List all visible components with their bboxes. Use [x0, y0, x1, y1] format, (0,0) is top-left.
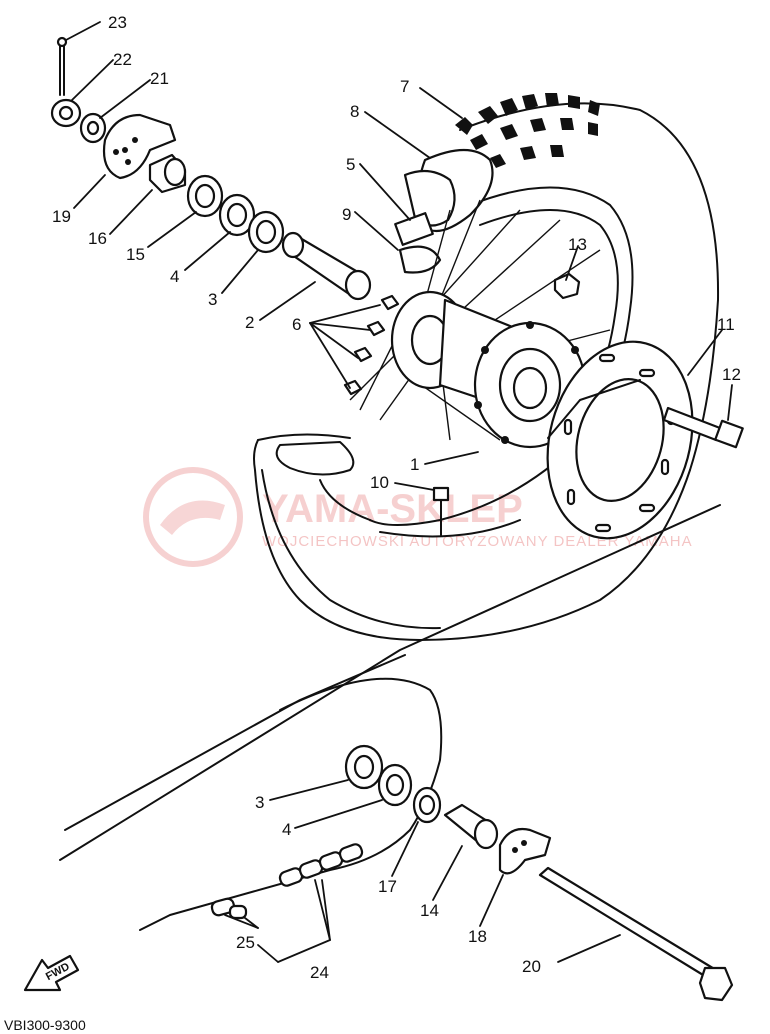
rim-tape-part	[398, 245, 442, 274]
callout-24: 24	[310, 963, 329, 982]
callout-10: 10	[370, 473, 389, 492]
drawing-code: VBI300-9300	[4, 1017, 86, 1033]
callout-17: 17	[378, 877, 397, 896]
callout-12: 12	[722, 365, 741, 384]
fwd-arrow-icon: FWD	[23, 954, 80, 992]
callout-18: 18	[468, 927, 487, 946]
callout-labels: 23 22 21 19 16 15 4 3 2 6 7 8 5 9 13 11 …	[52, 13, 741, 982]
watermark-logo-icon	[143, 467, 243, 567]
callout-19: 19	[52, 207, 71, 226]
callout-6: 6	[292, 315, 301, 334]
chain-joint	[210, 897, 248, 920]
drive-chain	[278, 843, 364, 887]
callout-11: 11	[717, 315, 735, 334]
callout-5: 5	[346, 155, 355, 174]
valve-cap	[432, 486, 450, 536]
watermark-title: YAMA-SKLEP	[262, 487, 523, 531]
callout-3-upper: 3	[208, 290, 217, 309]
tire-tread	[455, 93, 600, 168]
right-axle-parts	[59, 504, 734, 1002]
callout-22: 22	[113, 50, 132, 69]
callout-4-lower: 4	[282, 820, 291, 839]
callout-9: 9	[342, 205, 351, 224]
axle-part	[538, 866, 718, 980]
spoke-nipples	[343, 294, 400, 396]
callout-15: 15	[126, 245, 145, 264]
callout-4-upper: 4	[170, 267, 179, 286]
watermark-subtitle: WOJCIECHOWSKI AUTORYZOWANY DEALER YAMAHA	[262, 533, 693, 550]
callout-16: 16	[88, 229, 107, 248]
callout-21: 21	[150, 69, 169, 88]
disc-bolt	[662, 406, 744, 449]
callout-25: 25	[236, 933, 255, 952]
left-axle-parts	[50, 36, 372, 301]
swingarm-outline	[59, 504, 721, 861]
callout-23: 23	[108, 13, 127, 32]
callout-2: 2	[245, 313, 254, 332]
callout-7: 7	[400, 77, 409, 96]
tire-outline	[459, 102, 720, 471]
callout-13: 13	[568, 235, 587, 254]
rim-lock-part	[394, 212, 434, 246]
callout-1: 1	[410, 455, 419, 474]
callout-8: 8	[350, 102, 359, 121]
watermark: YAMA-SKLEP WOJCIECHOWSKI AUTORYZOWANY DE…	[143, 467, 693, 567]
leader-lines	[65, 21, 733, 963]
callout-14: 14	[420, 901, 439, 920]
callout-3-lower: 3	[255, 793, 264, 812]
brake-disc	[546, 340, 694, 540]
rim-parts	[394, 149, 494, 274]
callout-20: 20	[522, 957, 541, 976]
